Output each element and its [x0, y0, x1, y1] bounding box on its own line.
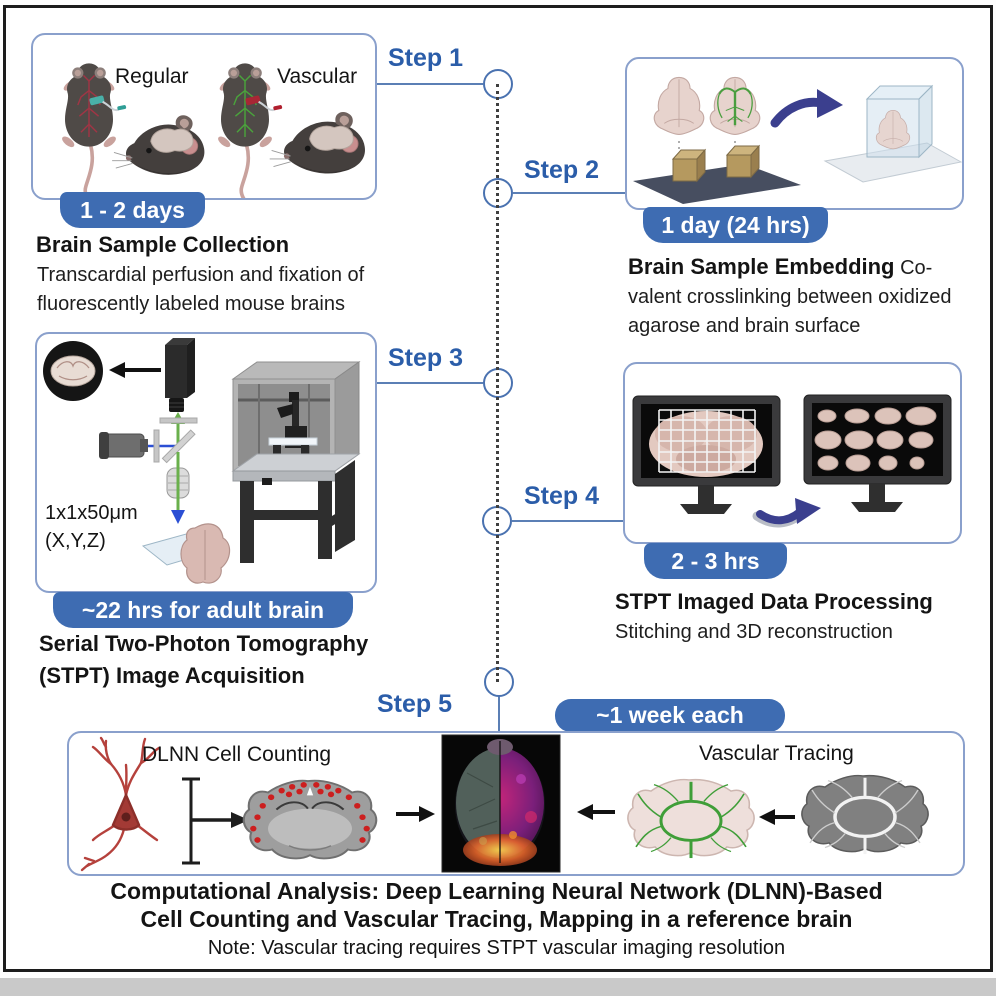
step1-title: Brain Sample Collection: [36, 232, 290, 257]
mouse-head-regular-illustration: [111, 114, 205, 176]
connector-step5: [498, 682, 500, 732]
footer-title-line1: Computational Analysis: Deep Learning Ne…: [110, 878, 883, 904]
stitching-grid: [658, 409, 756, 473]
brain-vascular-illustration: [709, 76, 761, 135]
step3-duration-badge: ~22 hrs for adult brain: [53, 592, 353, 628]
dlnn-cell-counting-label: DLNN Cell Counting: [142, 743, 332, 766]
resolution-label-line1: 1x1x50μm: [45, 502, 138, 524]
embedded-brain-cube: [865, 84, 934, 159]
step1-box: Regular Vascular: [31, 33, 377, 200]
data-processing-illustration: [632, 394, 952, 528]
step2-title: Brain Sample Embedding: [628, 254, 895, 279]
step2-duration-badge: 1 day (24 hrs): [643, 207, 828, 243]
agarose-cube-2: [725, 144, 761, 179]
vascular-traced-section: [627, 778, 755, 859]
stpt-microscope-illustration: [43, 338, 361, 584]
dichroic-mirror: [161, 429, 196, 464]
sample-brain: [141, 523, 231, 584]
step3-box: 1x1x50μm (X,Y,Z): [35, 332, 377, 593]
step2-description: Brain Sample Embedding Co- valent crossl…: [628, 254, 952, 337]
monitor-raw-tiles: [632, 395, 781, 514]
embedding-tray: [633, 164, 801, 204]
mouse-vascular-label: Vascular: [277, 65, 358, 88]
mouse-dorsal-vascular-illustration: [214, 61, 285, 198]
monitor-sections: [803, 394, 952, 512]
instrument-table: [240, 460, 355, 563]
connector-step1: [373, 83, 483, 85]
scale-bracket: [182, 777, 232, 865]
bottom-gray-strip: [0, 978, 996, 996]
step5-duration-badge: ~1 week each: [555, 699, 785, 732]
detected-cells-dots: [250, 782, 370, 843]
laser-source: [99, 432, 148, 459]
computational-analysis-illustration: [80, 734, 929, 873]
step3-title-line2: (STPT) Image Acquisition: [39, 663, 305, 688]
neuron-illustration: [80, 736, 161, 872]
step5-box: DLNN Cell Counting Vascular Tracing: [67, 731, 965, 876]
step3-label: Step 3: [388, 344, 464, 372]
mouse-illustrations: [58, 61, 366, 198]
arrow-left-icon: [759, 809, 775, 825]
step4-description: Stitching and 3D reconstruction: [615, 621, 893, 643]
step1-label: Step 1: [388, 44, 464, 72]
step1-description: Transcardial perfusion and fixation of f…: [37, 264, 365, 315]
connector-step3: [373, 382, 483, 384]
excitation-beam: [171, 452, 185, 524]
connector-step4: [512, 520, 625, 522]
stpt-instrument: [231, 361, 361, 563]
agarose-cube-1: [671, 148, 707, 183]
step2-box: [625, 57, 964, 210]
step2-label: Step 2: [524, 156, 600, 184]
arrow-left-icon: [109, 362, 161, 378]
step4-title: STPT Imaged Data Processing: [615, 589, 933, 614]
cell-counting-section: [242, 779, 378, 860]
footer-title-line2: Cell Counting and Vascular Tracing, Mapp…: [140, 906, 853, 932]
arrow-left-icon: [577, 804, 593, 820]
arrow-right-icon: [231, 812, 249, 828]
camera-detector: [165, 338, 195, 412]
embedding-illustration: [633, 76, 962, 204]
step4-duration-badge: 2 - 3 hrs: [644, 543, 787, 579]
beam-slit: [153, 429, 160, 463]
traced-vessels: [635, 781, 747, 859]
footer-note: Note: Vascular tracing requires STPT vas…: [207, 937, 786, 959]
brain-plain-illustration: [653, 76, 705, 135]
mouse-head-vascular-illustration: [269, 111, 366, 175]
step5-label: Step 5: [377, 690, 453, 718]
step4-box: [623, 362, 962, 544]
raw-vascular-section: [801, 774, 929, 855]
curved-arrow-icon: [770, 89, 843, 128]
reference-brain-image: [441, 734, 561, 873]
arrow-right-icon: [419, 806, 435, 822]
brain-section-thumbnails: [814, 406, 937, 472]
vascular-tracing-label: Vascular Tracing: [699, 742, 854, 765]
mouse-regular-label: Regular: [115, 65, 189, 88]
step4-label: Step 4: [524, 482, 600, 510]
connector-step2: [513, 192, 625, 194]
timeline-dotted-line: [496, 84, 499, 682]
curved-arrow-icon: [752, 498, 821, 528]
step1-duration-badge: 1 - 2 days: [60, 192, 205, 228]
section-vignette: [43, 341, 103, 401]
emission-filter: [159, 417, 198, 424]
resolution-label-line2: (X,Y,Z): [45, 530, 106, 552]
timeline-node-5: [484, 667, 514, 697]
step3-title-line1: Serial Two-Photon Tomography: [39, 631, 369, 656]
